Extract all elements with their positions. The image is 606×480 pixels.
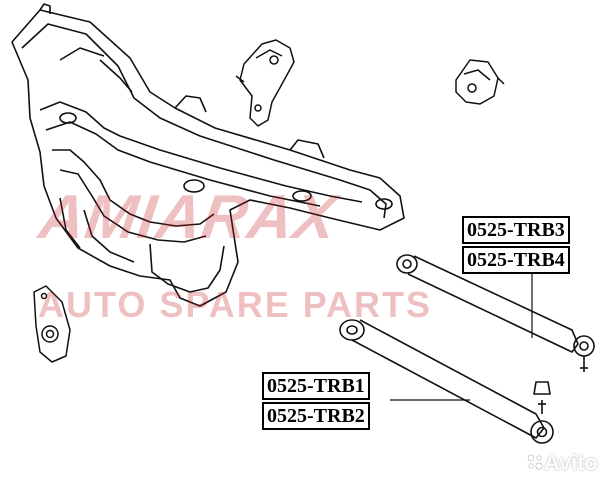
- upper-bracket-drawing: [235, 39, 295, 127]
- watermark-brand: AMIARAX: [35, 183, 342, 252]
- corner-mark: Avito: [543, 450, 598, 475]
- part-label-trb1[interactable]: 0525-TRB1: [262, 372, 370, 400]
- part-label-trb4[interactable]: 0525-TRB4: [462, 246, 570, 274]
- leader-lines: [390, 272, 533, 401]
- lower-rod-drawing: [339, 319, 554, 444]
- avito-logo-icon: [527, 454, 543, 470]
- part-label-trb2[interactable]: 0525-TRB2: [262, 402, 370, 430]
- part-label-trb3[interactable]: 0525-TRB3: [462, 216, 570, 244]
- side-bracket-drawing: [455, 59, 505, 105]
- upper-rod-drawing: [396, 254, 595, 372]
- bushing-mount-drawing: [33, 285, 71, 363]
- subframe-drawing: [11, 3, 405, 307]
- watermark-subtitle: AUTO SPARE PARTS: [38, 284, 433, 325]
